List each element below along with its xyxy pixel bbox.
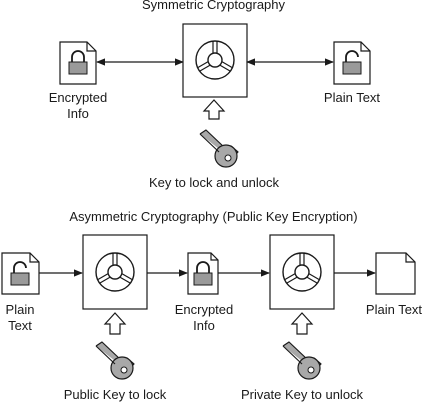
plain-out-doc-icon — [375, 252, 416, 295]
asymmetric-plain-in-label: Plain Text — [5, 302, 35, 333]
key-icon — [199, 129, 239, 168]
encrypted-doc-icon — [59, 41, 97, 85]
symmetric-encrypted-label: Encrypted Info — [48, 90, 108, 121]
asymmetric-plain-out-label: Plain Text — [365, 302, 423, 317]
symmetric-plain-label: Plain Text — [323, 90, 381, 105]
private-key-label: Private Key to unlock — [240, 387, 364, 402]
public-key-label: Public Key to lock — [63, 387, 167, 402]
up-arrow-icon — [290, 312, 314, 335]
asymmetric-encrypted-label: Encrypted Info — [174, 302, 234, 333]
symmetric-key-label: Key to lock and unlock — [148, 175, 280, 190]
cipher-box-icon — [182, 23, 248, 98]
private-key-icon — [282, 341, 322, 380]
public-key-icon — [95, 341, 135, 380]
symmetric-title: Symmetric Cryptography — [141, 0, 286, 12]
up-arrow-icon — [202, 99, 226, 120]
up-arrow-icon — [103, 312, 127, 335]
plain-in-doc-icon — [1, 252, 40, 295]
plain-doc-icon — [333, 41, 371, 85]
cipher-box-icon — [82, 234, 148, 310]
cipher-box-icon — [269, 234, 335, 310]
asymmetric-title: Asymmetric Cryptography (Public Key Encr… — [69, 209, 358, 224]
encrypted-doc-icon — [187, 252, 219, 295]
